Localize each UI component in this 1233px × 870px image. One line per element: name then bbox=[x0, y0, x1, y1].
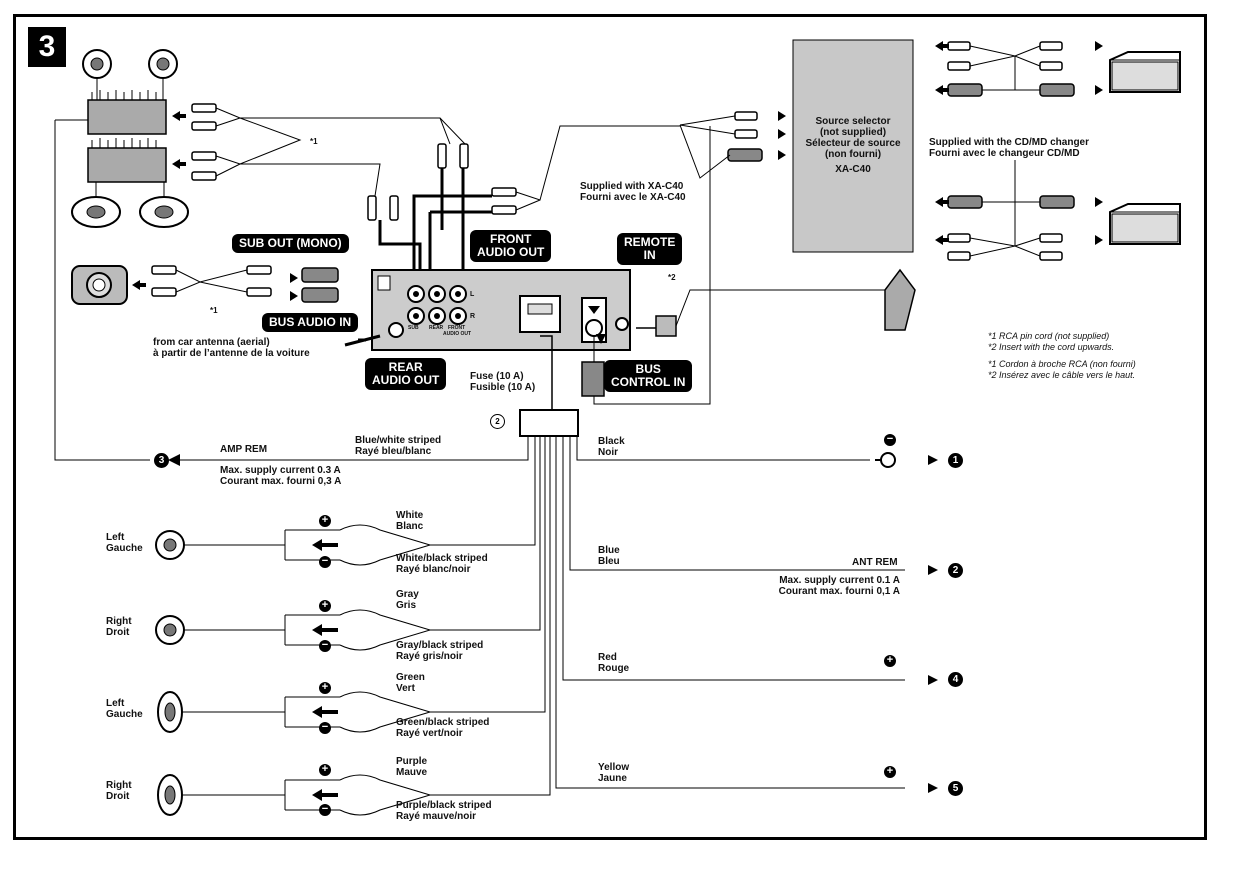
speaker-arrows bbox=[312, 539, 338, 801]
output-badge-1: 1 bbox=[948, 453, 963, 468]
xac40-note: Supplied with XA-C40 Fourni avec le XA-C… bbox=[580, 181, 686, 203]
amplifier-bottom bbox=[87, 138, 167, 183]
figure-number: 3 bbox=[28, 27, 66, 67]
speaker-1-plus: + bbox=[319, 515, 331, 527]
unit-label-rear: REAR bbox=[429, 325, 444, 331]
footnote-mark-amp: *1 bbox=[310, 137, 318, 146]
output-badge-5: 5 bbox=[948, 781, 963, 796]
speaker-2-plus: + bbox=[319, 600, 331, 612]
door-speaker-4 bbox=[157, 774, 183, 816]
speaker-3-plus: + bbox=[319, 682, 331, 694]
door-speaker-1 bbox=[155, 530, 185, 560]
source-selector-label: Source selector (not supplied) Sélecteur… bbox=[805, 116, 901, 175]
ground-minus-sign: − bbox=[884, 434, 896, 446]
harness-wires bbox=[180, 436, 905, 796]
tweeter-right bbox=[148, 49, 178, 79]
unit-label-l: L bbox=[470, 291, 475, 298]
tweeter-left bbox=[82, 49, 112, 79]
footnote-mark-remote: *2 bbox=[668, 273, 676, 282]
subwoofer-amp bbox=[71, 265, 128, 305]
head-unit bbox=[371, 269, 631, 351]
amplifier-top bbox=[87, 90, 167, 135]
red-plus-sign: + bbox=[884, 655, 896, 667]
diagram-frame bbox=[13, 14, 1207, 840]
output-badge-2: 2 bbox=[948, 563, 963, 578]
antenna-note: from car antenna (aerial) à partir de l’… bbox=[153, 337, 310, 359]
unit-label-audio-out: AUDIO OUT bbox=[443, 331, 472, 337]
changer-cords bbox=[969, 45, 1041, 257]
speaker-3-minus: − bbox=[319, 722, 331, 734]
connector-number-badge: 2 bbox=[490, 414, 505, 429]
remote-control-eye bbox=[884, 268, 916, 331]
unit-label-front: FRONT bbox=[448, 325, 466, 331]
footnotes: *1 RCA pin cord (not supplied) *2 Insert… bbox=[988, 331, 1136, 380]
footnote-mark-sub: *1 bbox=[210, 306, 218, 315]
door-speaker-3 bbox=[157, 691, 183, 733]
rca-plugs-amp bbox=[151, 103, 517, 303]
amp-rem-label: AMP REM bbox=[220, 444, 268, 455]
unit-label-r: R bbox=[470, 313, 476, 320]
cdmd-changer-top bbox=[1109, 51, 1181, 93]
door-speaker-2 bbox=[155, 615, 185, 645]
ant-rem-label: ANT REM bbox=[852, 557, 898, 568]
ground-lug bbox=[875, 452, 896, 468]
oval-speaker-right bbox=[139, 196, 189, 228]
tag-bus-audio-in: BUS AUDIO IN bbox=[262, 313, 359, 332]
yellow-plus-sign: + bbox=[884, 766, 896, 778]
unit-label-sub: SUB bbox=[408, 325, 419, 331]
amp-rem-badge: 3 bbox=[154, 453, 169, 468]
oval-speaker-left bbox=[71, 196, 121, 228]
xac40-arrows bbox=[768, 111, 786, 160]
cdmd-changer-bottom bbox=[1109, 203, 1181, 245]
output-arrows bbox=[168, 454, 938, 793]
cdmd-changer-note: Supplied with the CD/MD changer Fourni a… bbox=[929, 137, 1090, 159]
source-selector-box bbox=[792, 39, 914, 253]
speaker-1-minus: − bbox=[319, 556, 331, 568]
speaker-2-minus: − bbox=[319, 640, 331, 652]
speaker-wiring bbox=[180, 524, 431, 816]
changer-arrows bbox=[935, 41, 1103, 245]
tag-sub-out: SUB OUT (MONO) bbox=[232, 234, 349, 253]
remote-plug bbox=[636, 289, 895, 337]
output-badge-4: 4 bbox=[948, 672, 963, 687]
fuse-note: Fuse (10 A) Fusible (10 A) bbox=[470, 371, 536, 393]
speaker-4-minus: − bbox=[319, 804, 331, 816]
speaker-4-plus: + bbox=[319, 764, 331, 776]
harness-connector bbox=[519, 335, 579, 437]
xac40-plugs bbox=[727, 111, 763, 162]
